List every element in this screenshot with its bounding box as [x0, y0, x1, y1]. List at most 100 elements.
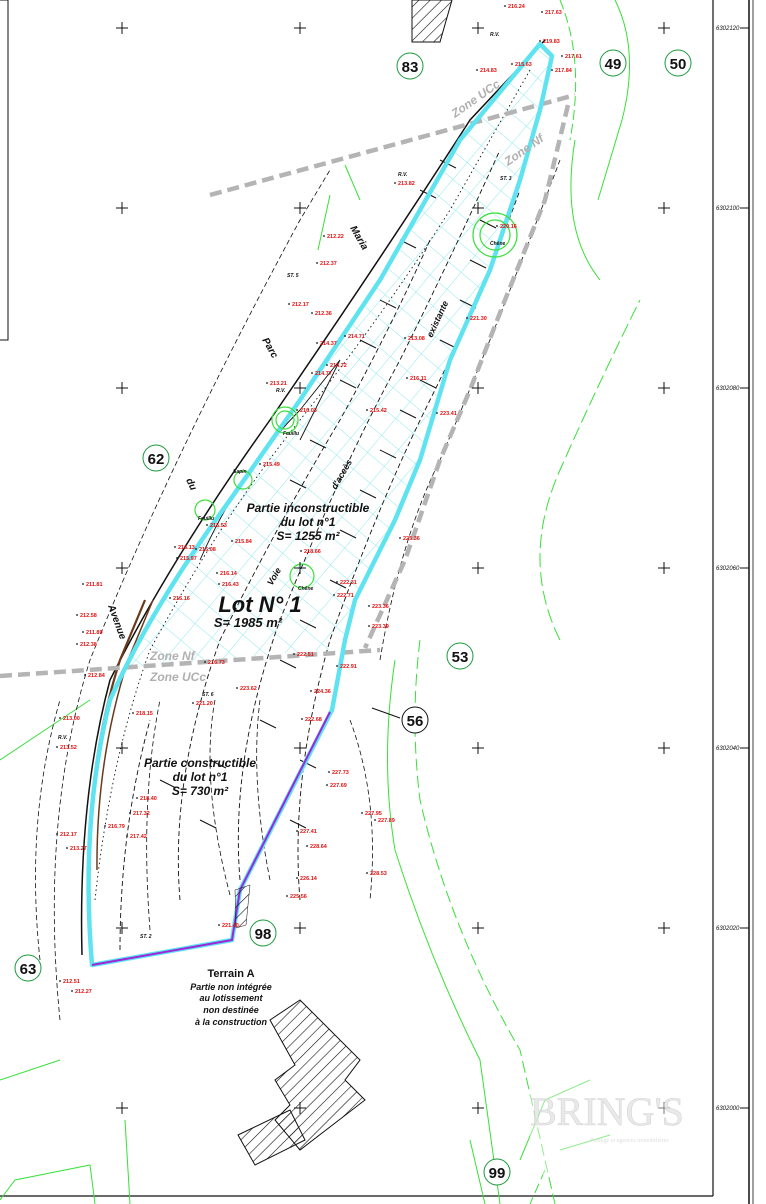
grid-cross [472, 1102, 484, 1114]
station-label: ST. 3 [500, 176, 512, 182]
grid-cross [116, 202, 128, 214]
elevation-dot [204, 661, 206, 663]
label-line: au lotissement [199, 993, 263, 1003]
station-label: ST. 2 [140, 934, 152, 940]
elevation-label: 212.27 [75, 989, 92, 995]
elevation-label: 223.62 [240, 686, 257, 692]
grid-cross [472, 202, 484, 214]
grid-cross [294, 742, 306, 754]
elevation-dot [296, 409, 298, 411]
elevation-label: 220.16 [500, 224, 517, 230]
label-area: S= 730 m² [172, 784, 229, 798]
elevation-label: 213.08 [408, 336, 425, 342]
street-label-parc: Parc [259, 336, 280, 361]
non-integree-boundary [91, 711, 331, 966]
elevation-dot [436, 412, 438, 414]
elevation-label: 218.15 [136, 711, 153, 717]
elevation-label: 218.66 [304, 549, 321, 555]
rv-label: R.V. [398, 172, 407, 178]
label-area: S= 1255 m² [276, 529, 340, 543]
elevation-label: 219.83 [543, 39, 560, 45]
elevation-label: 226.14 [300, 876, 318, 882]
label-line: Partie non intégrée [190, 982, 272, 992]
elevation-label: 215.42 [370, 408, 387, 414]
elevation-dot [476, 69, 478, 71]
hachure-strokes [159, 159, 497, 829]
elevation-dot [259, 463, 261, 465]
coord-label: 6302040 [716, 746, 740, 752]
elevation-dot [56, 746, 58, 748]
elevation-label: 212.17 [60, 832, 77, 838]
tree-label: Feuillu [198, 516, 214, 522]
parcel-62: 62 [142, 444, 170, 472]
inconstructible-label: Partie inconstructible du lot n°1 S= 125… [247, 501, 370, 543]
label-line: Partie constructible [144, 756, 256, 770]
elevation-dot [132, 712, 134, 714]
elevation-label: 227.95 [365, 811, 382, 817]
elevation-label: 216.24 [508, 4, 526, 10]
elevation-label: 227.73 [332, 770, 349, 776]
elevation-dot [511, 63, 513, 65]
elevation-label: 212.38 [80, 642, 97, 648]
elevation-dot [316, 262, 318, 264]
lot-area: S= 1985 m² [214, 615, 283, 630]
parcel-98: 98 [249, 919, 277, 947]
elevation-label: 228.64 [310, 844, 328, 850]
building-bottom [269, 999, 366, 1151]
elevation-dot [176, 557, 178, 559]
zone-label: Zone Nf [149, 649, 196, 663]
elevation-dot [366, 409, 368, 411]
grid-cross [472, 742, 484, 754]
elevation-dot [310, 690, 312, 692]
elevation-label: 212.37 [320, 261, 337, 267]
label-line: du lot n°1 [173, 770, 228, 784]
elevation-dot [82, 631, 84, 633]
point-labels: Chêne Chêne Feuillu Feuillu Sapin ST. 5 … [58, 32, 512, 940]
elevation-dot [399, 537, 401, 539]
elevation-label: 228.53 [370, 871, 387, 877]
elevation-label: 221.30 [470, 316, 487, 322]
grid-cross [294, 562, 306, 574]
elevation-dot [218, 583, 220, 585]
grid-cross [472, 382, 484, 394]
grid-cross [116, 742, 128, 754]
grid-cross [294, 1102, 306, 1114]
street-label-avenue: Avenue [105, 602, 128, 641]
elevation-label: 222.68 [305, 717, 322, 723]
grid-cross [116, 922, 128, 934]
tree-symbols [194, 212, 518, 589]
grid-cross [472, 922, 484, 934]
elevation-dot [539, 40, 541, 42]
elevation-label: 221.20 [196, 701, 213, 707]
elevation-dot [296, 877, 298, 879]
inconstructible-zone-hatch [120, 44, 552, 668]
elevation-dot [368, 605, 370, 607]
elevation-dot [300, 550, 302, 552]
elevation-dot [344, 335, 346, 337]
elevation-dot [311, 372, 313, 374]
grid-cross [658, 202, 670, 214]
label-line: à la construction [195, 1017, 268, 1027]
lot-boundary [86, 41, 555, 968]
elevation-label: 217.63 [545, 10, 562, 16]
elevation-dot [311, 312, 313, 314]
elevation-dot [374, 819, 376, 821]
elevation-label: 223.39 [372, 624, 389, 630]
elevation-label: 221.40 [222, 923, 239, 929]
street-label-maria: Maria [347, 224, 370, 253]
elevation-dot [336, 581, 338, 583]
watermark-tagline: Prestige et agences immobilières [590, 1138, 669, 1144]
constructible-label: Partie constructible du lot n°1 S= 730 m… [144, 756, 256, 798]
grid-cross [294, 22, 306, 34]
grid-cross [658, 742, 670, 754]
elevation-dot [368, 625, 370, 627]
grid-cross [472, 22, 484, 34]
elevation-dot [551, 69, 553, 71]
lot-label: Lot N° 1 S= 1985 m² [214, 592, 302, 630]
parcel-number: 53 [452, 649, 469, 666]
grid-cross [658, 22, 670, 34]
elevation-dot [328, 771, 330, 773]
grid-cross [658, 1102, 670, 1114]
elevation-dot [541, 11, 543, 13]
parcel-50: 50 [664, 49, 692, 77]
